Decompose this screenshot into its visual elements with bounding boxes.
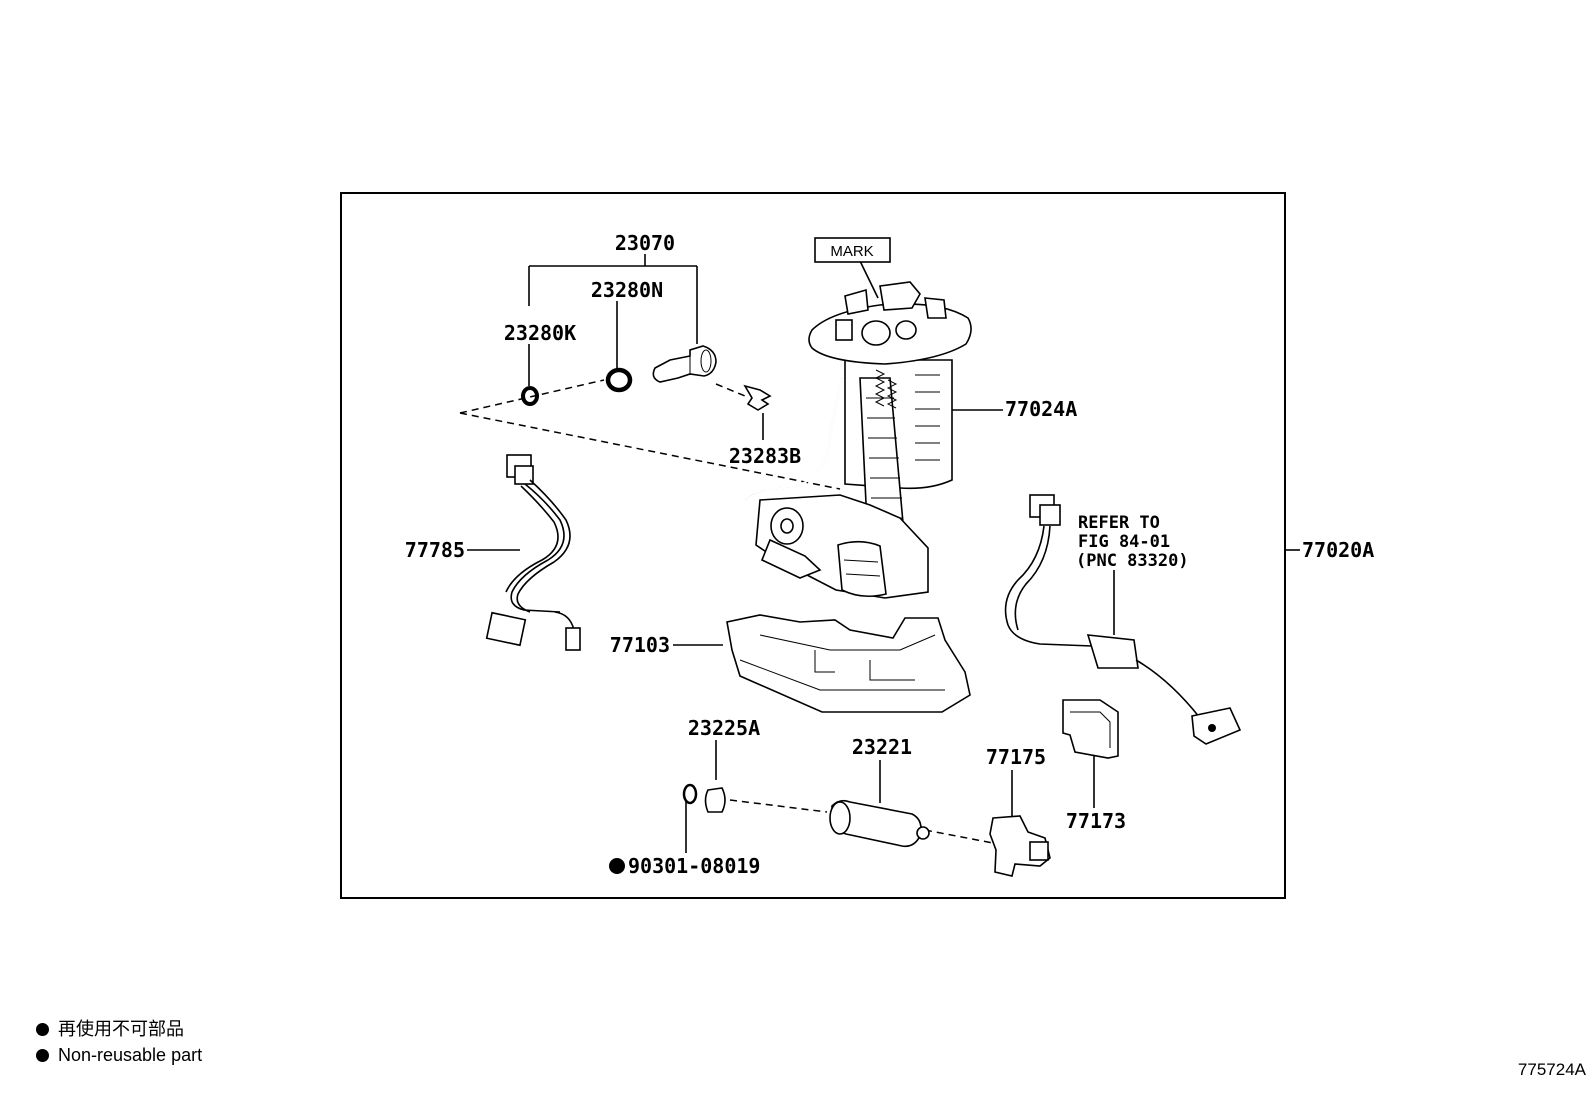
drawing-number: 775724A (1517, 1060, 1586, 1079)
refer-line-3: (PNC 83320) (1076, 551, 1189, 571)
refer-line-1: REFER TO (1078, 513, 1160, 533)
fuel-pump-assembly-77024a (745, 281, 972, 599)
refer-line-2: FIG 84-01 (1078, 532, 1170, 552)
diagram-frame (340, 192, 1286, 899)
ring-90301-08019 (682, 783, 698, 805)
label-77020a: 77020A (1302, 538, 1374, 562)
label-77785: 77785 (405, 538, 465, 562)
label-23280n: 23280N (591, 278, 663, 302)
mark-label: MARK (830, 243, 873, 260)
label-77103: 77103 (610, 633, 670, 657)
label-23225a: 23225A (688, 716, 760, 740)
legend-item-english: Non-reusable part (36, 1044, 202, 1066)
label-23280k: 23280K (504, 321, 576, 345)
label-77175: 77175 (986, 745, 1046, 769)
bullet-icon (36, 1023, 49, 1036)
non-reusable-mark (609, 858, 625, 874)
fuel-pump-23221 (829, 799, 930, 848)
clip-23283b (743, 384, 772, 411)
o-ring-23280n (605, 367, 633, 393)
legend-item-japanese: 再使用不可部品 (36, 1018, 184, 1040)
bullet-icon (36, 1049, 49, 1062)
legend-text: Non-reusable part (58, 1045, 203, 1065)
assembly-dashed-lines (459, 379, 994, 844)
o-ring-23280k (521, 386, 539, 406)
wire-harness-77785 (485, 454, 581, 651)
holder-77173 (1062, 699, 1119, 759)
label-23070: 23070 (615, 231, 675, 255)
label-23283b: 23283B (729, 444, 801, 468)
label-23221: 23221 (852, 735, 912, 759)
label-77173: 77173 (1066, 809, 1126, 833)
bracket-77175 (989, 815, 1051, 877)
legend-text: 再使用不可部品 (58, 1019, 184, 1039)
mark-box (814, 237, 891, 263)
connector-23070 (652, 345, 717, 383)
label-77024a: 77024A (1005, 397, 1077, 421)
label-90301-08019: 90301-08019 (628, 854, 760, 878)
leader-lines (467, 254, 1300, 853)
collar-23225a (704, 787, 726, 813)
fuel-sender-gauge (1004, 494, 1242, 745)
bracket-77103 (726, 614, 971, 713)
